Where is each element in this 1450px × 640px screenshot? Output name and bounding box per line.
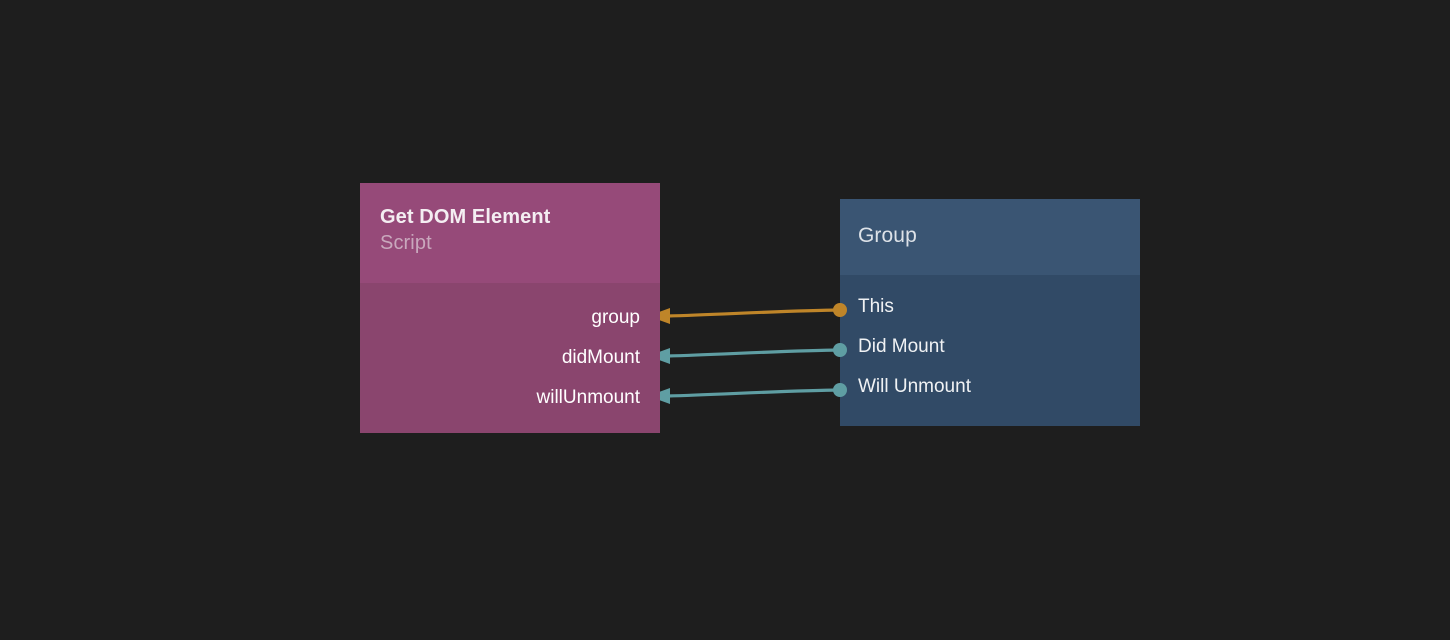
- input-port-label-will-unmount: Will Unmount: [858, 376, 971, 397]
- port-dot-did-mount[interactable]: [833, 343, 847, 357]
- input-port-label-did-mount: Did Mount: [858, 336, 945, 357]
- output-port-row-willunmount[interactable]: willUnmount: [360, 378, 660, 418]
- node-body-get-dom-element: group didMount willUnmount: [360, 283, 660, 433]
- node-subtitle-get-dom-element: Script: [380, 232, 432, 254]
- output-port-label-didmount: didMount: [561, 347, 640, 368]
- node-title-get-dom-element: Get DOM Element: [380, 206, 551, 228]
- input-port-label-this: This: [858, 296, 894, 317]
- input-port-row-this[interactable]: This: [840, 287, 1140, 327]
- node-header-group[interactable]: Group: [840, 199, 1140, 275]
- connection-willunmount-to-willunmount[interactable]: [648, 388, 842, 404]
- output-port-label-willunmount: willUnmount: [536, 387, 640, 408]
- port-dot-will-unmount[interactable]: [833, 383, 847, 397]
- node-body-group: This Did Mount Will Unmount: [840, 275, 1140, 426]
- connection-didmount-to-didmount[interactable]: [648, 348, 842, 364]
- output-port-label-group: group: [591, 307, 640, 328]
- node-get-dom-element[interactable]: Get DOM Element Script group didMount wi…: [360, 183, 660, 433]
- output-port-row-didmount[interactable]: didMount: [360, 338, 660, 378]
- node-title-group: Group: [858, 224, 917, 247]
- output-port-row-group[interactable]: group: [360, 298, 660, 338]
- node-header-get-dom-element[interactable]: Get DOM Element Script: [360, 183, 660, 283]
- connection-this-to-group[interactable]: [648, 308, 842, 324]
- node-group[interactable]: Group This Did Mount Will Unmount: [840, 199, 1140, 426]
- input-port-row-will-unmount[interactable]: Will Unmount: [840, 367, 1140, 407]
- port-dot-this[interactable]: [833, 303, 847, 317]
- input-port-row-did-mount[interactable]: Did Mount: [840, 327, 1140, 367]
